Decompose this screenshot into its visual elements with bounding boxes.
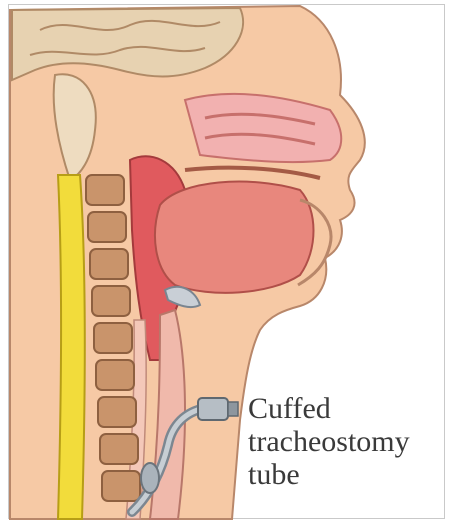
tube-label-line-1: Cuffed: [248, 392, 448, 425]
tube-label-line-3: tube: [248, 458, 448, 491]
tube-label-line-2: tracheostomy: [248, 425, 448, 458]
tube-label: Cuffed tracheostomy tube: [248, 392, 448, 491]
tongue: [155, 182, 314, 293]
spinal-cord: [58, 175, 85, 519]
